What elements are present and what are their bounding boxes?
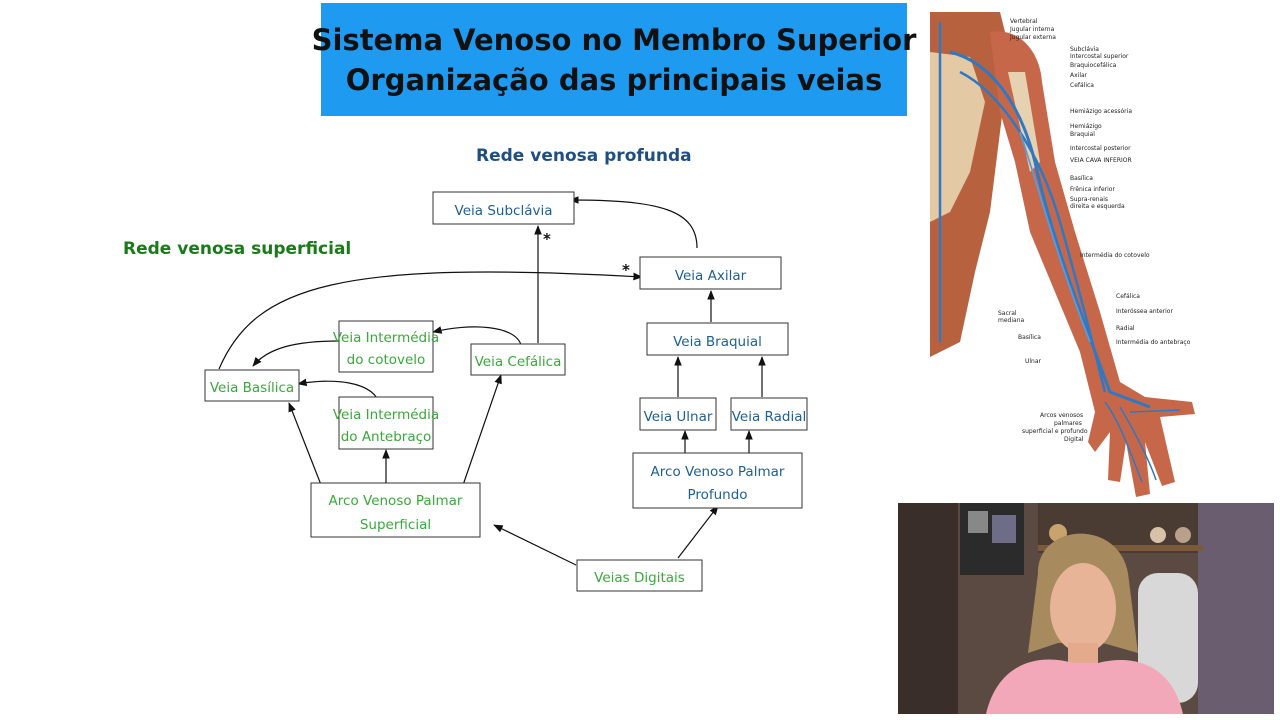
- anatomy-label: VEIA CAVA INFERIOR: [1070, 157, 1132, 164]
- arm-vein-illustration: [930, 12, 1195, 498]
- node-label: Veia Subclávia: [455, 203, 553, 219]
- node-label: Veia Radial: [732, 409, 807, 425]
- title-line-1: Sistema Venoso no Membro Superior: [311, 22, 917, 57]
- node-veia-axilar: Veia Axilar: [639, 256, 782, 290]
- connectors: [218, 196, 766, 566]
- anatomy-label: Supra-renais: [1070, 196, 1109, 203]
- anatomy-label: Braquial: [1070, 131, 1095, 138]
- anatomy-label: Hemiázigo acessória: [1070, 108, 1132, 115]
- title-line-2: Organização das principais veias: [345, 62, 883, 97]
- node-label-line-2: Superficial: [360, 517, 431, 533]
- anatomy-label: Intercostal superior: [1070, 53, 1129, 60]
- node-label: Veia Ulnar: [644, 409, 713, 425]
- arrow-digitais-to-arco-superficial: [493, 524, 577, 566]
- node-label-line-2: do Antebraço: [341, 429, 432, 445]
- node-label-line-2: Profundo: [687, 487, 747, 503]
- node-veia-intermedia-antebraco: Veia Intermédia do Antebraço: [333, 396, 439, 450]
- arrow-digitais-to-arco-profundo: [677, 505, 719, 559]
- node-veia-ulnar: Veia Ulnar: [639, 397, 717, 431]
- anatomy-label: Intermédia do antebraço: [1116, 339, 1191, 346]
- node-veia-basilica: Veia Basílica: [204, 369, 300, 402]
- superficial-network-label: Rede venosa superficial: [123, 239, 352, 259]
- node-label: Veias Digitais: [594, 570, 685, 586]
- deep-network-label: Rede venosa profunda: [476, 146, 692, 166]
- anatomy-label: Ulnar: [1025, 358, 1042, 365]
- anatomy-label: mediana: [998, 317, 1025, 324]
- anatomy-label: Axilar: [1070, 72, 1088, 79]
- anatomy-label: Jugular interna: [1010, 26, 1055, 33]
- anatomy-label: Subclávia: [1070, 46, 1099, 53]
- anatomy-label: Intercostal posterior: [1070, 145, 1131, 152]
- anatomy-label: Digital: [1064, 436, 1084, 443]
- anatomy-label: Sacral: [998, 310, 1017, 317]
- anatomy-label: direita e esquerda: [1070, 203, 1125, 210]
- arrow-arco-superficial-to-basilica: [288, 402, 326, 496]
- node-veia-cefalica: Veia Cefálica: [470, 343, 566, 376]
- anatomy-label: Jugular externa: [1010, 34, 1056, 41]
- node-veia-radial: Veia Radial: [730, 397, 808, 431]
- node-label-line-1: Arco Venoso Palmar: [329, 493, 463, 509]
- node-label: Veia Cefálica: [475, 354, 562, 370]
- node-label: Veia Axilar: [675, 268, 747, 284]
- arrow-cefalica-to-interm-cotovelo: [432, 326, 522, 346]
- node-veia-intermedia-cotovelo: Veia Intermédia do cotovelo: [333, 320, 439, 373]
- anatomy-label: Vertebral: [1010, 18, 1038, 25]
- anatomy-label: superficial e profundo: [1022, 428, 1088, 435]
- arrow-axilar-to-subclavia: [569, 196, 698, 249]
- anatomy-label: palmares: [1054, 420, 1082, 427]
- anatomy-label: Braquiocefálica: [1070, 62, 1117, 69]
- anatomy-label: Basílica: [1070, 175, 1093, 182]
- anatomy-label: Frênica inferior: [1070, 186, 1115, 193]
- anatomy-label: Radial: [1116, 325, 1135, 332]
- node-veia-subclavia: Veia Subclávia: [432, 191, 575, 225]
- anatomy-label: Interóssea anterior: [1116, 308, 1173, 315]
- star-marker-axilar: *: [622, 261, 630, 279]
- arrow-basilica-to-axilar: [218, 271, 643, 370]
- node-label-line-1: Arco Venoso Palmar: [651, 464, 785, 480]
- title-banner: Sistema Venoso no Membro Superior Organi…: [312, 3, 916, 116]
- node-label: Veia Basílica: [210, 380, 294, 396]
- presenter-video-frame: [898, 503, 1274, 714]
- node-label: Veia Braquial: [673, 334, 762, 350]
- anatomy-illustration: Vertebral Jugular interna Jugular extern…: [930, 12, 1210, 502]
- anatomy-label: Intermédia do cotovelo: [1080, 252, 1150, 259]
- node-label-line-2: do cotovelo: [347, 352, 426, 368]
- anatomy-label: Arcos venosos: [1040, 412, 1084, 419]
- node-arco-venoso-palmar-superficial: Arco Venoso Palmar Superficial: [310, 482, 481, 538]
- presenter-webcam: [898, 503, 1274, 714]
- node-label-line-1: Veia Intermédia: [333, 407, 439, 423]
- node-veias-digitais: Veias Digitais: [576, 559, 703, 592]
- node-label-line-1: Veia Intermédia: [333, 330, 439, 346]
- anatomy-label: Cefálica: [1070, 82, 1094, 89]
- venous-diagram: * * Veia Subclávia Veia Axilar Veia Braq…: [204, 191, 808, 592]
- anatomy-label: Cefálica: [1116, 293, 1140, 300]
- anatomy-label: Hemiázigo: [1070, 123, 1102, 130]
- anatomy-label: Basílica: [1018, 334, 1041, 341]
- arrow-interm-cotovelo-to-basilica: [252, 340, 340, 367]
- star-marker-subclavia: *: [543, 230, 551, 248]
- node-arco-venoso-palmar-profundo: Arco Venoso Palmar Profundo: [632, 452, 803, 509]
- node-veia-braquial: Veia Braquial: [646, 322, 789, 356]
- arrow-arco-superficial-to-cefalica: [461, 374, 502, 489]
